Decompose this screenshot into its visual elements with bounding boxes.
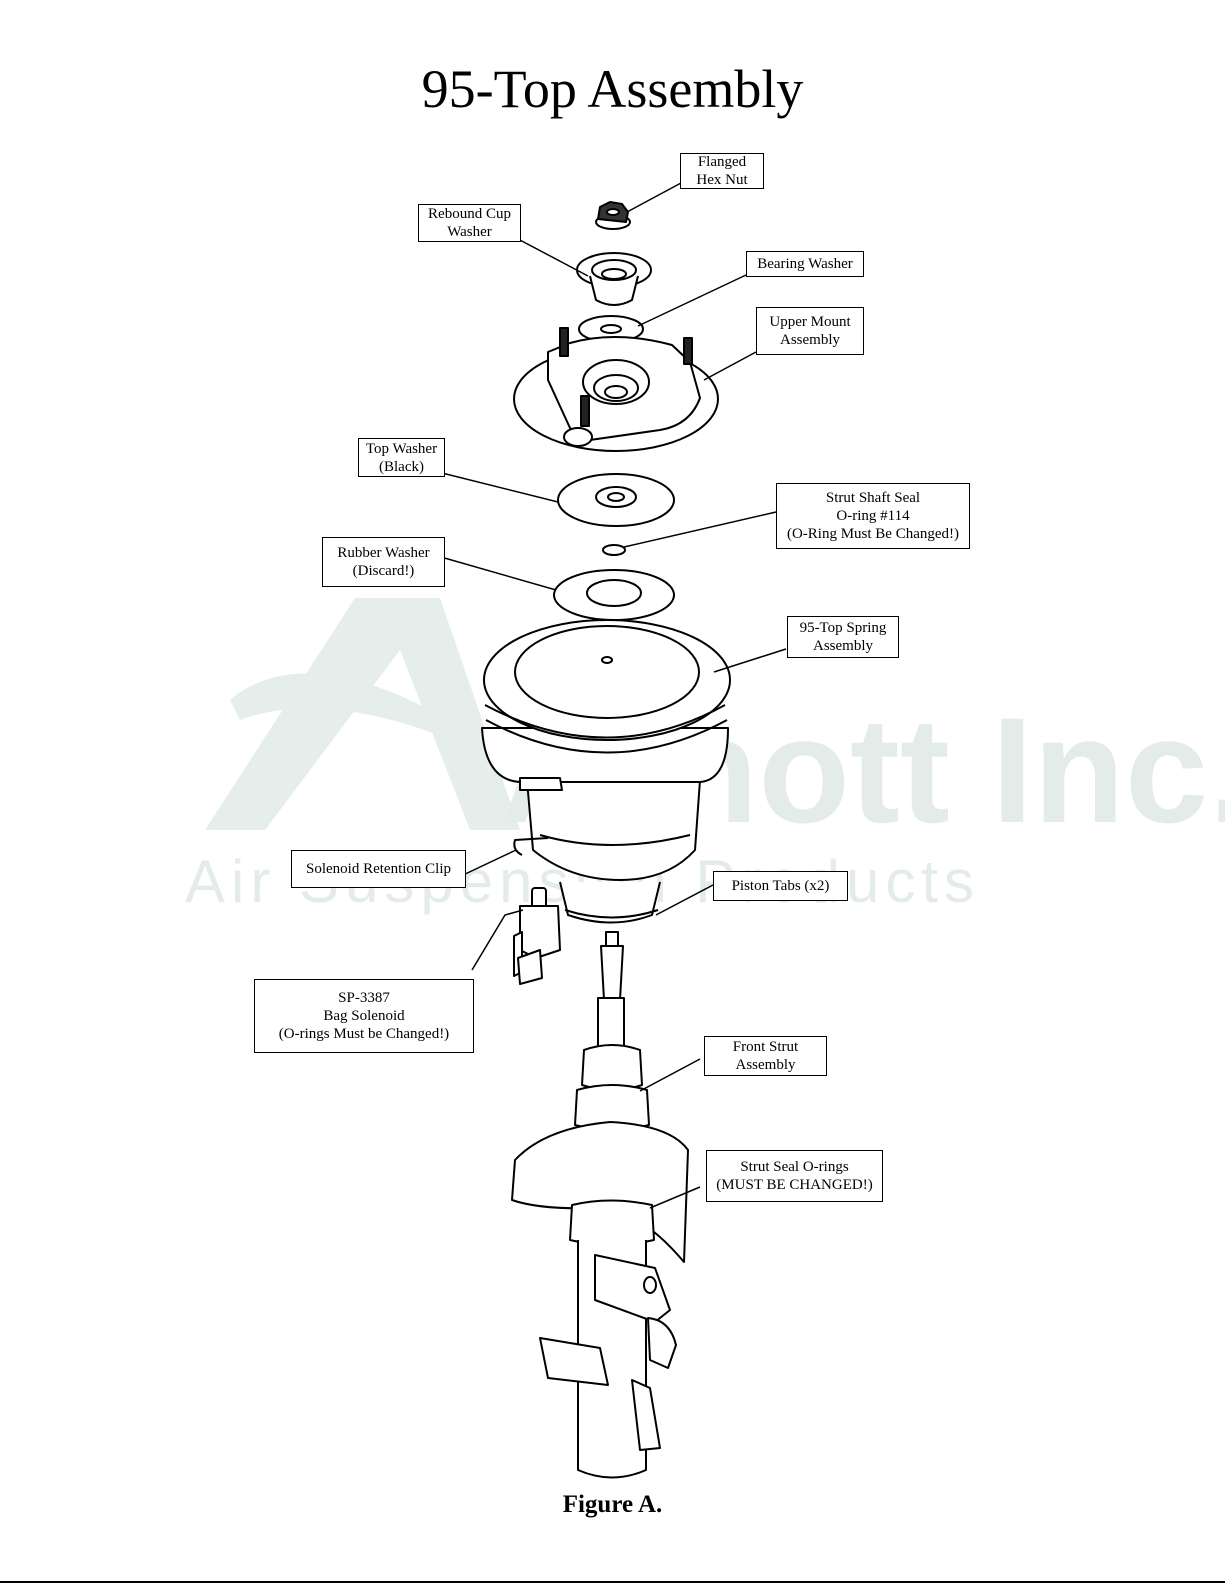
callout-bag-solenoid: SP-3387 Bag Solenoid (O-rings Must be Ch… — [254, 979, 474, 1053]
callout-piston-tabs: Piston Tabs (x2) — [713, 871, 848, 901]
callout-upper-mount-assembly: Upper Mount Assembly — [756, 307, 864, 355]
page-title: 95-Top Assembly — [421, 59, 804, 119]
callout-flanged-hex-nut: Flanged Hex Nut — [680, 153, 764, 189]
spring-assembly — [481, 619, 731, 924]
upper-mount-assembly — [513, 327, 719, 452]
callout-bearing-washer: Bearing Washer — [746, 251, 864, 277]
callout-front-strut-assembly: Front Strut Assembly — [704, 1036, 827, 1076]
strut-shaft-seal-oring — [602, 544, 626, 556]
flanged-hex-nut — [595, 201, 631, 230]
rebound-cup-washer — [576, 252, 652, 306]
callout-top-washer: Top Washer (Black) — [358, 438, 445, 477]
bottom-rule — [0, 1581, 1225, 1583]
rubber-washer — [553, 569, 675, 621]
bag-solenoid — [513, 887, 561, 985]
figure-caption: Figure A. — [562, 1491, 663, 1518]
front-strut-assembly — [511, 931, 689, 1479]
callout-rebound-cup-washer: Rebound Cup Washer — [418, 204, 521, 242]
leader-lines — [440, 182, 787, 1209]
top-washer — [557, 473, 675, 527]
callout-strut-shaft-seal: Strut Shaft Seal O-ring #114 (O-Ring Mus… — [776, 483, 970, 549]
callout-solenoid-retention-clip: Solenoid Retention Clip — [291, 850, 466, 888]
callout-spring-assembly: 95-Top Spring Assembly — [787, 616, 899, 658]
callout-strut-seal-orings: Strut Seal O-rings (MUST BE CHANGED!) — [706, 1150, 883, 1202]
callout-rubber-washer: Rubber Washer (Discard!) — [322, 537, 445, 587]
watermark-logo-a — [205, 598, 520, 830]
